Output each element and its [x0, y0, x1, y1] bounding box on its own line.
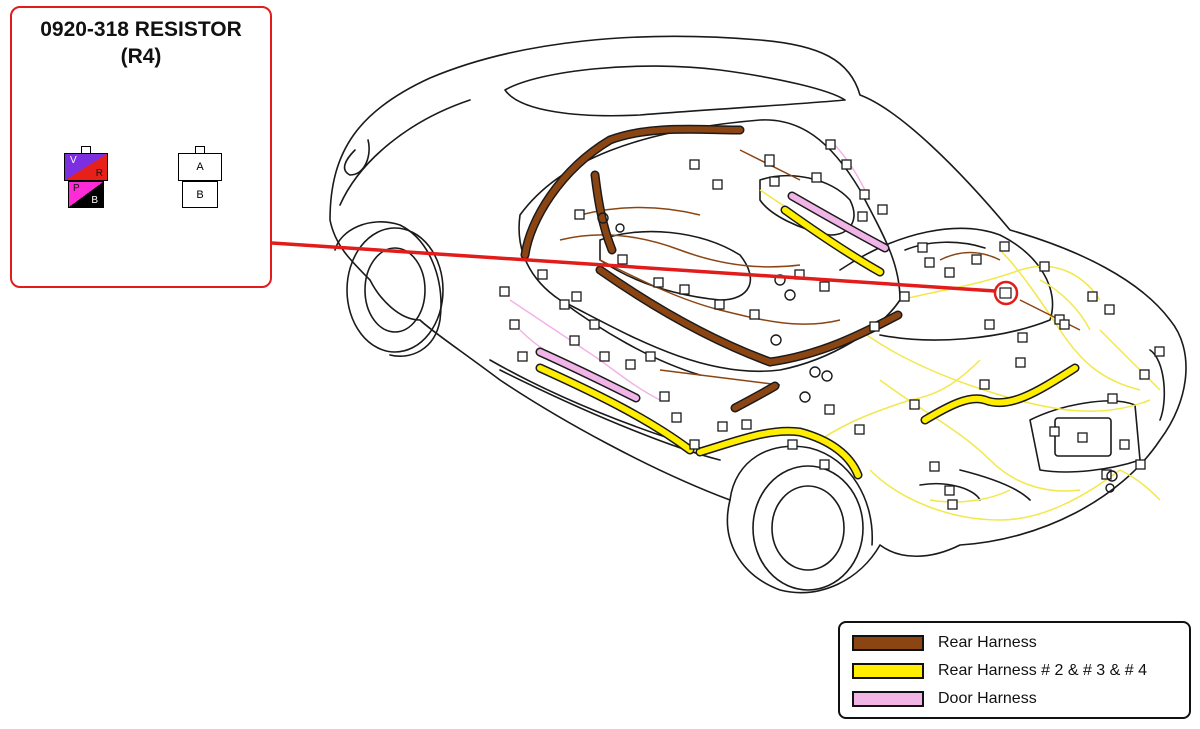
legend-item-door-harness: Door Harness: [852, 688, 1037, 710]
connector-latch-tab: [81, 146, 91, 153]
connectors: [499, 139, 1165, 510]
rear-harness-runs: [520, 124, 903, 413]
legend-label: Door Harness: [938, 690, 1037, 707]
resistor-callout: 0920-318 RESISTOR (R4) V R P B A B: [10, 6, 272, 288]
pin-b-colored: P B: [68, 181, 104, 208]
callout-title-line1: 0920-318 RESISTOR: [40, 18, 242, 41]
pin-a-color-v: V: [70, 155, 77, 166]
legend-swatch: [852, 635, 924, 651]
resistor-connector-colored: V R P B: [64, 146, 108, 209]
pin-a-color-r: R: [95, 168, 103, 179]
callout-title: 0920-318 RESISTOR (R4): [12, 16, 270, 70]
grommets: [597, 212, 1118, 493]
legend-label: Rear Harness: [938, 634, 1037, 651]
callout-leader-line: [271, 241, 996, 293]
pin-b-color-b: B: [91, 195, 98, 206]
rear-harness-234-runs: [535, 205, 1080, 480]
legend-item-rear-harness-234: Rear Harness # 2 & # 3 & # 4: [852, 660, 1147, 682]
door-harness-runs: [535, 191, 890, 403]
callout-title-line2: (R4): [120, 45, 162, 68]
resistor-connector-mark: [999, 287, 1012, 299]
pin-a-label: A: [178, 153, 222, 181]
resistor-location-marker: [993, 280, 1019, 306]
pin-a-colored: V R: [64, 153, 108, 181]
pin-b-color-p: P: [73, 183, 80, 194]
connector-latch-tab: [195, 146, 205, 153]
harness-legend: Rear Harness Rear Harness # 2 & # 3 & # …: [838, 621, 1191, 719]
legend-swatch: [852, 691, 924, 707]
legend-label: Rear Harness # 2 & # 3 & # 4: [938, 662, 1147, 679]
resistor-connector-outline: A B: [178, 146, 222, 209]
pin-b-label: B: [182, 181, 218, 208]
legend-swatch: [852, 663, 924, 679]
legend-item-rear-harness: Rear Harness: [852, 632, 1037, 654]
